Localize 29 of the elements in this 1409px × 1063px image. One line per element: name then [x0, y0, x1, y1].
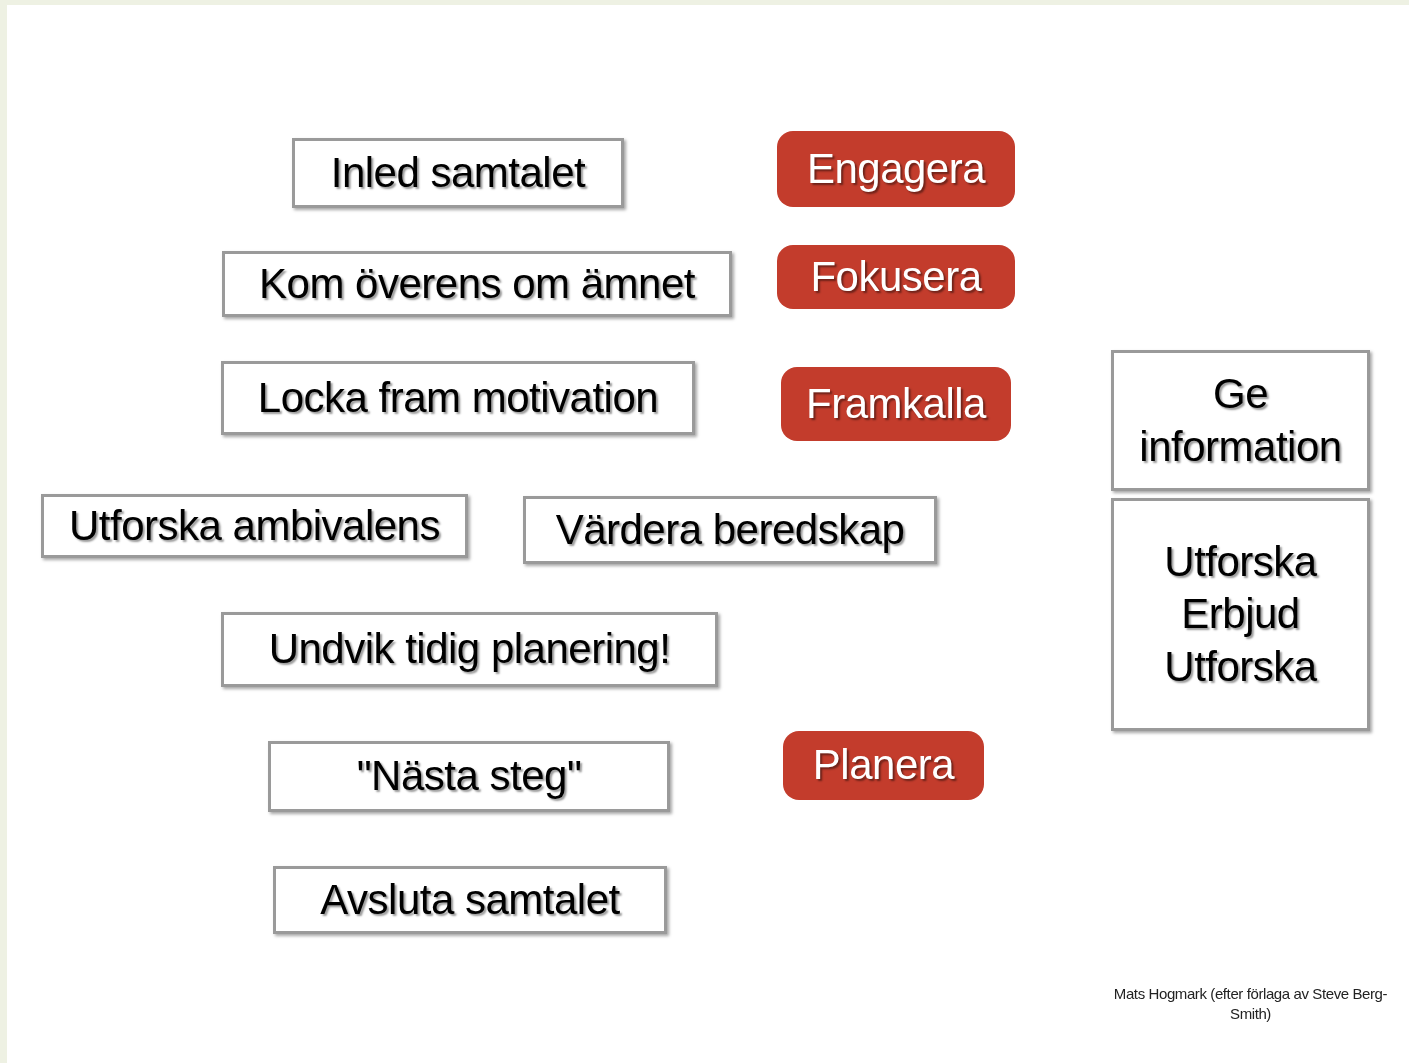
box-label: "Nästa steg": [356, 751, 582, 802]
text-box: [292, 138, 624, 208]
text-box: [221, 361, 695, 435]
phase-box: [781, 367, 1011, 441]
box-label: Inled samtalet: [330, 147, 586, 198]
phase-box: [777, 245, 1015, 309]
box-label: Engagera: [806, 143, 986, 194]
box-label: Värdera beredskap: [555, 504, 905, 555]
text-box: [41, 494, 468, 558]
box-label: Framkalla: [806, 378, 986, 429]
text-box: [523, 496, 937, 564]
phase-box: [783, 731, 984, 800]
box-label: Undvik tidig planering!: [268, 624, 671, 675]
text-box: [1111, 350, 1370, 491]
box-label: Utforska Erbjud Utforska: [1164, 536, 1317, 692]
box-label: Utforska ambivalens: [69, 500, 440, 551]
box-label: Locka fram motivation: [257, 372, 659, 423]
text-box: [222, 251, 732, 317]
box-label: Avsluta samtalet: [320, 874, 620, 925]
phase-box: [777, 131, 1015, 207]
credit-note: Mats Hogmark (efter förlaga av Steve Berg-Smith): [1112, 984, 1389, 1023]
box-label: Kom överens om ämnet: [259, 258, 695, 309]
box-label: Ge information: [1139, 369, 1342, 472]
box-label: Planera: [812, 740, 955, 791]
text-box: [221, 612, 718, 687]
text-box: [268, 741, 670, 812]
text-box: [273, 866, 667, 934]
text-box: [1111, 498, 1370, 731]
box-label: Fokusera: [810, 251, 982, 302]
